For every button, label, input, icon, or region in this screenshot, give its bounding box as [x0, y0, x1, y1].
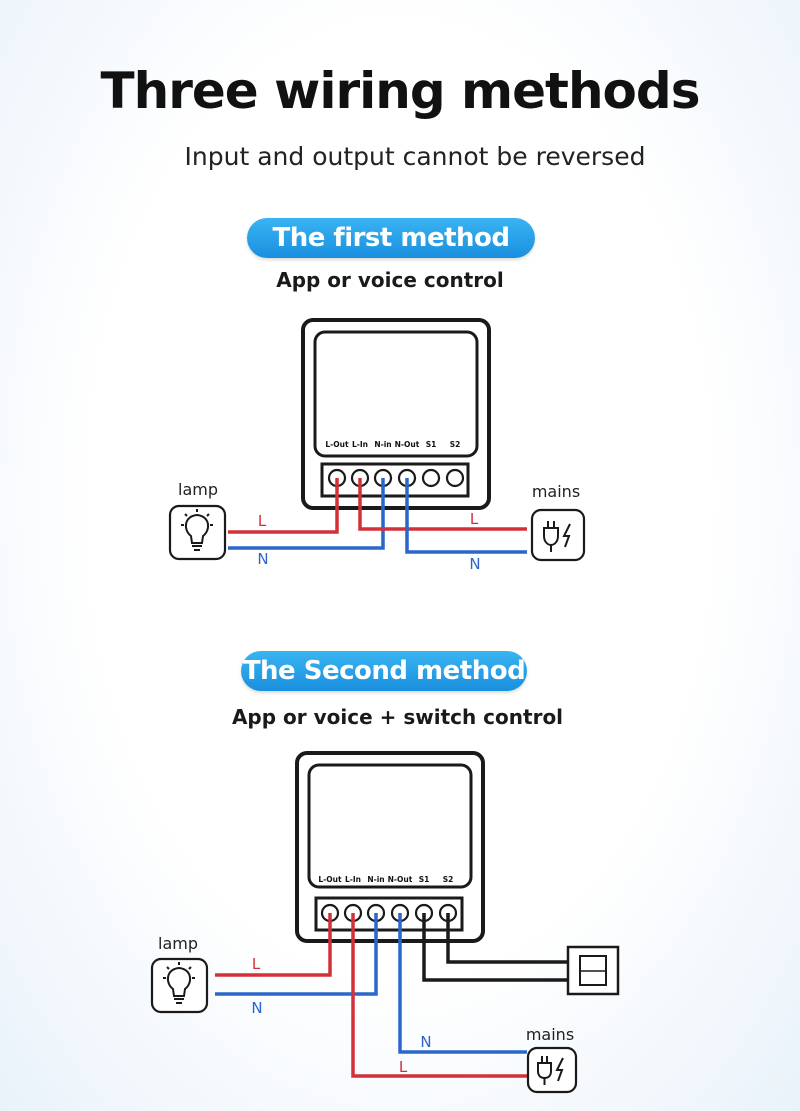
terminal-label-l-out: L-Out — [318, 875, 342, 884]
live-wire-mains — [351, 913, 527, 1078]
neutral-wire-lamp — [215, 913, 378, 996]
terminal-label-n-out: N-Out — [395, 440, 420, 449]
method1-pill: The first method — [247, 218, 535, 258]
page-title: Three wiring methods — [100, 62, 701, 120]
terminal-s2 — [445, 468, 465, 488]
wire-label-n-mains: N — [469, 555, 480, 573]
wire-label-n: N — [251, 999, 262, 1017]
method2-diagram: L-Out L-In N-in N-Out S1 S2 L N N L lamp — [150, 751, 620, 1094]
lamp-label: lamp — [178, 480, 218, 499]
wire-label-n: N — [257, 550, 268, 568]
live-wire-lamp — [215, 913, 332, 977]
power-plug-icon — [526, 1046, 578, 1094]
terminal-s1 — [421, 468, 441, 488]
mains-label: mains — [532, 482, 580, 501]
light-bulb-icon — [168, 504, 227, 561]
terminal-labels: L-Out L-In N-in N-Out S1 S2 — [318, 875, 453, 884]
live-wire-lamp — [228, 478, 339, 534]
wire-label-l-mains: L — [399, 1058, 408, 1076]
power-plug-icon — [530, 508, 586, 562]
switch-wire-s2 — [446, 913, 568, 964]
terminal-label-l-out: L-Out — [325, 440, 349, 449]
method1-diagram: L-Out L-In N-in N-Out S1 S2 L N L N lamp… — [168, 318, 586, 573]
light-bulb-icon — [150, 957, 209, 1014]
live-wire-mains — [358, 478, 527, 531]
neutral-wire-lamp — [228, 478, 385, 550]
switch-wire-s1 — [422, 913, 568, 982]
wall-switch-icon — [566, 945, 620, 996]
method2-caption: App or voice + switch control — [231, 705, 564, 729]
terminal-label-s1: S1 — [426, 440, 437, 449]
terminal-label-n-out: N-Out — [388, 875, 413, 884]
neutral-wire-mains — [405, 478, 527, 554]
wire-label-l-mains: L — [470, 510, 479, 528]
terminal-label-s2: S2 — [443, 875, 454, 884]
method1-caption: App or voice control — [276, 268, 504, 292]
page-subtitle: Input and output cannot be reversed — [184, 142, 646, 171]
terminal-label-s2: S2 — [450, 440, 461, 449]
terminal-labels: L-Out L-In N-in N-Out S1 S2 — [325, 440, 460, 449]
mains-label: mains — [526, 1025, 574, 1044]
wire-label-l: L — [252, 955, 261, 973]
method2-pill: The Second method — [241, 651, 527, 691]
terminal-label-s1: S1 — [419, 875, 430, 884]
smart-switch-module — [295, 751, 485, 943]
terminal-label-n-in: N-in — [374, 440, 391, 449]
neutral-wire-mains — [398, 913, 527, 1054]
terminal-label-l-in: L-In — [345, 875, 361, 884]
smart-switch-module — [301, 318, 491, 510]
wire-label-n-mains: N — [420, 1033, 431, 1051]
lamp-label: lamp — [158, 934, 198, 953]
terminal-label-l-in: L-In — [352, 440, 368, 449]
wire-label-l: L — [258, 512, 267, 530]
terminal-label-n-in: N-in — [367, 875, 384, 884]
